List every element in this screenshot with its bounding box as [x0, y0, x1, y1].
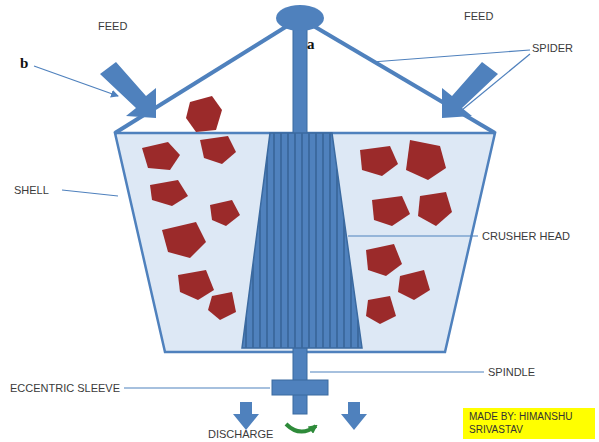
feed-arrow: [100, 62, 156, 118]
part-label: SPIDER: [532, 42, 573, 54]
spider-hub: [276, 5, 324, 31]
credit-box: MADE BY: HIMANSHU SRIVASTAV: [463, 408, 595, 439]
feed-label: FEED: [98, 20, 127, 32]
crusher-head: [242, 133, 362, 348]
eccentric-sleeve: [272, 380, 328, 395]
part-label: SPINDLE: [488, 366, 535, 378]
leader-line: [34, 50, 530, 388]
part-label: SHELL: [14, 184, 49, 196]
part-label: ECCENTRIC SLEEVE: [10, 382, 120, 394]
discharge-arrow: [341, 402, 367, 430]
feed-label: FEED: [464, 10, 493, 22]
rotation-arrow: [286, 424, 316, 432]
discharge-arrow: [233, 402, 259, 430]
credit-text: MADE BY: HIMANSHU SRIVASTAV: [469, 411, 589, 436]
callout-letter: b: [20, 55, 28, 72]
shell: [115, 133, 495, 352]
feed-arrow: [442, 62, 498, 118]
flow-label: DISCHARGE: [208, 428, 273, 440]
rocks: [142, 96, 452, 324]
callout-letter: a: [307, 36, 315, 53]
part-label: CRUSHER HEAD: [482, 230, 570, 242]
